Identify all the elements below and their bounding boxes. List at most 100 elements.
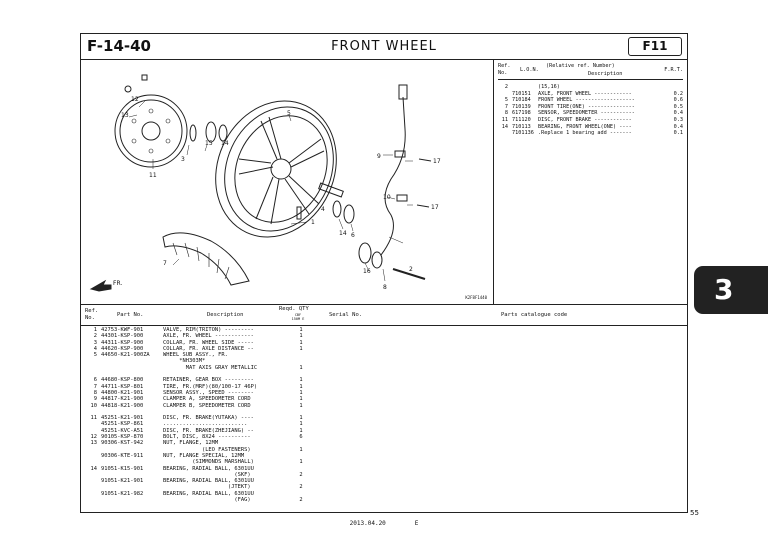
part-description: BEARING, RADIAL BALL, 6301UU <box>163 478 254 485</box>
callout-label: 2 <box>409 266 413 273</box>
ref-no: 5 <box>504 97 508 104</box>
callout-label: 14 <box>339 230 347 237</box>
description-col-header: Description <box>207 312 244 318</box>
parts-row: *NH303M* <box>87 358 315 364</box>
qty-header: Reqd. QTY <box>279 306 309 312</box>
diagram-code: K2F8F1440 <box>465 295 487 300</box>
part-qty: 1 <box>299 459 303 466</box>
callout-label: 7 <box>163 260 167 267</box>
lon-code: 710184 <box>512 97 531 104</box>
ref-description: AXLE, FRONT WHEEL ------------ <box>538 90 632 97</box>
callout-label: 10 <box>383 194 391 201</box>
lon-code: 711120 <box>512 116 531 123</box>
callout-label: 9 <box>377 153 381 160</box>
part-number: 44817-K21-900 <box>101 396 144 403</box>
frt-header: F.R.T. <box>664 67 683 73</box>
lon-code: 7101136 <box>512 130 534 137</box>
part-description: NUT, FLANGE SPECIAL, 12MM <box>163 452 245 459</box>
callout-label: 4 <box>321 206 325 213</box>
part-number: 90105-KSP-870 <box>101 434 144 441</box>
part-description: CLAMPER A, SPEEDOMETER CORD <box>163 396 254 403</box>
callout-label: 14 <box>221 140 229 147</box>
lon-code: 710139 <box>512 103 531 110</box>
part-ref: 3 <box>93 339 97 346</box>
part-description: TIRE, FR.(MRF)(80/100-17 46P) <box>163 383 258 390</box>
lon-code: 710151 <box>512 90 531 97</box>
part-number: 90306-KST-942 <box>101 440 144 447</box>
side-collar <box>189 124 197 142</box>
ref-no-header: Ref. No. <box>498 63 511 76</box>
flange-nut <box>124 85 132 93</box>
qty-model-header: CBF 150M E <box>291 313 305 321</box>
ref-description: FRONT WHEEL ------------------- <box>538 97 635 104</box>
part-qty: 1 <box>299 345 303 352</box>
part-description: VALVE, RIM(TRITON) --------- <box>163 327 254 333</box>
callout-label: 13 <box>121 112 129 119</box>
ref-description: .Replace 1 bearing add ------- <box>538 130 632 137</box>
callout-label: 15 <box>205 140 213 147</box>
clamper-b <box>396 194 408 202</box>
part-qty: 1 <box>299 389 303 396</box>
part-description: MAT AXIS GRAY METALLIC <box>163 364 258 371</box>
ref-description: DISC, FRONT BRAKE ------------ <box>538 116 632 123</box>
edition-code: E <box>414 520 419 527</box>
page-number: 55 <box>690 509 699 517</box>
brake-disc <box>114 94 188 168</box>
cord-connector <box>398 84 408 100</box>
part-description: (JTEKT) <box>163 484 251 491</box>
part-description: COLLAR, FR. WHEEL SIDE ----- <box>163 339 254 346</box>
callout-label: 17 <box>431 204 439 211</box>
part-ref: 2 <box>93 333 97 340</box>
parts-row: (SKF)2 <box>87 472 315 478</box>
bearing-left <box>205 121 217 143</box>
parts-row: (LEO FASTENERS)1 <box>87 447 315 453</box>
part-ref: 4 <box>93 345 97 352</box>
part-ref: 13 <box>90 440 98 447</box>
callout-label: 5 <box>287 110 291 117</box>
ref-no: 14 <box>501 123 508 130</box>
part-qty: 1 <box>299 427 303 434</box>
wheel-rim-outer <box>215 100 337 238</box>
part-qty: 2 <box>299 484 303 491</box>
ref-description: SENSOR, SPEEDOMETER ----------- <box>538 110 635 117</box>
part-description: DISC, FR. BRAKE(ZHEJIANG) -- <box>163 427 254 434</box>
list-ref-header: Ref. No. <box>85 308 99 321</box>
part-ref: 6 <box>93 377 97 384</box>
description-header: Description <box>588 71 623 77</box>
ref-table-row: 7101136.Replace 1 bearing add -------0.1 <box>498 130 683 137</box>
page-header: F-14-40 FRONT WHEEL F11 <box>81 34 687 60</box>
fr-label: FR. <box>113 280 122 287</box>
ref-no: 2 <box>504 84 508 90</box>
frt-value: 0.6 <box>673 97 683 104</box>
serial-no-header: Serial No. <box>329 312 363 318</box>
wheel-hub <box>270 158 292 180</box>
part-qty: 1 <box>299 402 303 409</box>
part-no-header: Part No. <box>117 312 144 318</box>
section-tab[interactable]: 3 <box>694 266 768 314</box>
part-ref: 11 <box>90 415 98 422</box>
ref-no: 11 <box>501 116 508 123</box>
part-description: (FAG) <box>163 497 251 504</box>
lon-header: L.O.N. <box>520 67 539 73</box>
retainer <box>218 124 228 142</box>
part-number: 91051-K15-901 <box>101 465 144 472</box>
part-description: DISC, FR. BRAKE(YUTAKA) ---- <box>163 415 254 422</box>
page-frame: F-14-40 FRONT WHEEL F11 <box>80 33 688 513</box>
part-ref: 12 <box>90 434 98 441</box>
